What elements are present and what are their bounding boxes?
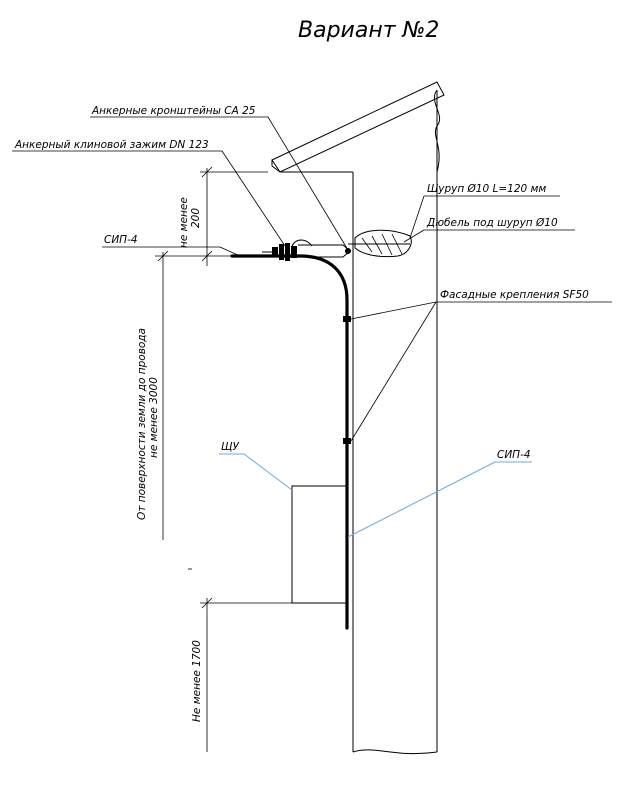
anchor-bracket-loop xyxy=(291,239,351,258)
dim-200-line1: не менее xyxy=(178,197,190,248)
label-anchor-bracket: Анкерные кронштейны СА 25 xyxy=(91,105,256,117)
wall-anchor-assembly xyxy=(348,229,412,258)
label-facade-mounts: Фасадные крепления SF50 xyxy=(440,289,589,301)
leader-sip-right: СИП-4 xyxy=(347,449,532,538)
dim-200-line2: 200 xyxy=(190,208,202,228)
label-wedge-clamp: Анкерный клиновой зажим DN 123 xyxy=(14,139,209,151)
shchu-panel xyxy=(291,485,349,604)
leader-shchu: ЩУ xyxy=(219,441,293,491)
leader-wedge-clamp: Анкерный клиновой зажим DN 123 xyxy=(12,139,286,247)
wedge-clamp xyxy=(262,243,297,261)
label-sip-left: СИП-4 xyxy=(104,234,138,246)
dimension-200: не менее 200 xyxy=(178,166,268,266)
building-wall xyxy=(280,89,441,755)
roof xyxy=(271,81,445,173)
leader-sip-left: СИП-4 xyxy=(102,234,241,257)
label-shchu: ЩУ xyxy=(221,441,239,453)
dimension-3000: От поверхности земли до провода не менее… xyxy=(136,250,232,570)
label-screw: Шуруп Ø10 L=120 мм xyxy=(427,183,546,195)
leader-dowel: Дюбель под шуруп Ø10 xyxy=(403,217,575,243)
facade-mount-2 xyxy=(343,438,351,444)
dim-3000-line1: От поверхности земли до провода xyxy=(136,328,148,520)
sip4-cable xyxy=(230,254,349,630)
leader-screw: Шуруп Ø10 L=120 мм xyxy=(409,183,560,239)
dim-3000-line2: не менее 3000 xyxy=(148,377,160,458)
leader-facade-mounts: Фасадные крепления SF50 xyxy=(350,289,612,442)
dim-1700: Не менее 1700 xyxy=(191,640,203,722)
facade-mount-1 xyxy=(343,316,351,322)
diagram-title: Вариант №2 xyxy=(298,18,439,43)
label-dowel: Дюбель под шуруп Ø10 xyxy=(426,217,558,229)
leader-anchor-bracket: Анкерные кронштейны СА 25 xyxy=(90,105,349,251)
dimension-1700: Не менее 1700 xyxy=(191,597,292,752)
label-sip-right: СИП-4 xyxy=(497,449,531,461)
